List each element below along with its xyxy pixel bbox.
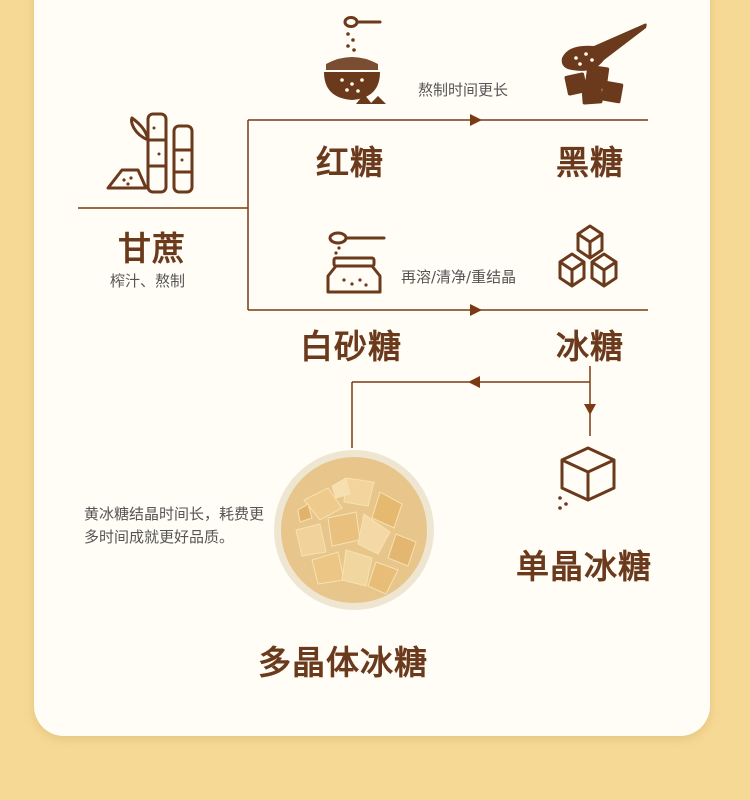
sugar-bowl-icon [324, 16, 386, 104]
caption-sugarcane-process: 榨汁、熬制 [110, 272, 186, 290]
arrow-to-single-crystal [584, 404, 596, 415]
arrow-to-rock-sugar [470, 304, 482, 316]
spoon-sugar-cubes-icon [561, 23, 647, 105]
node-rock-sugar: 冰糖 [556, 327, 624, 366]
node-polycrystal: 多晶体冰糖 [258, 643, 428, 682]
sugarcane-icon [106, 112, 194, 194]
single-cube-icon [558, 446, 616, 510]
sugar-cubes-icon [558, 224, 618, 288]
node-red-sugar: 红糖 [316, 143, 384, 182]
quality-note: 黄冰糖结晶时间长，耗费更多时间成就更好品质。 [84, 505, 265, 546]
caption-longer-boil: 熬制时间更长 [418, 81, 509, 99]
node-single-crystal: 单晶冰糖 [516, 547, 652, 586]
node-white-sugar: 白砂糖 [300, 327, 402, 366]
node-brown-sugar: 黑糖 [556, 143, 624, 182]
node-sugarcane: 甘蔗 [118, 229, 186, 268]
crystal-sugar-photo [274, 450, 434, 610]
caption-recrystallize: 再溶/清净/重结晶 [401, 268, 517, 286]
sugar-jar-icon [326, 231, 386, 294]
arrow-to-brown-sugar [470, 114, 482, 126]
arrow-to-polycrystal [468, 376, 480, 388]
